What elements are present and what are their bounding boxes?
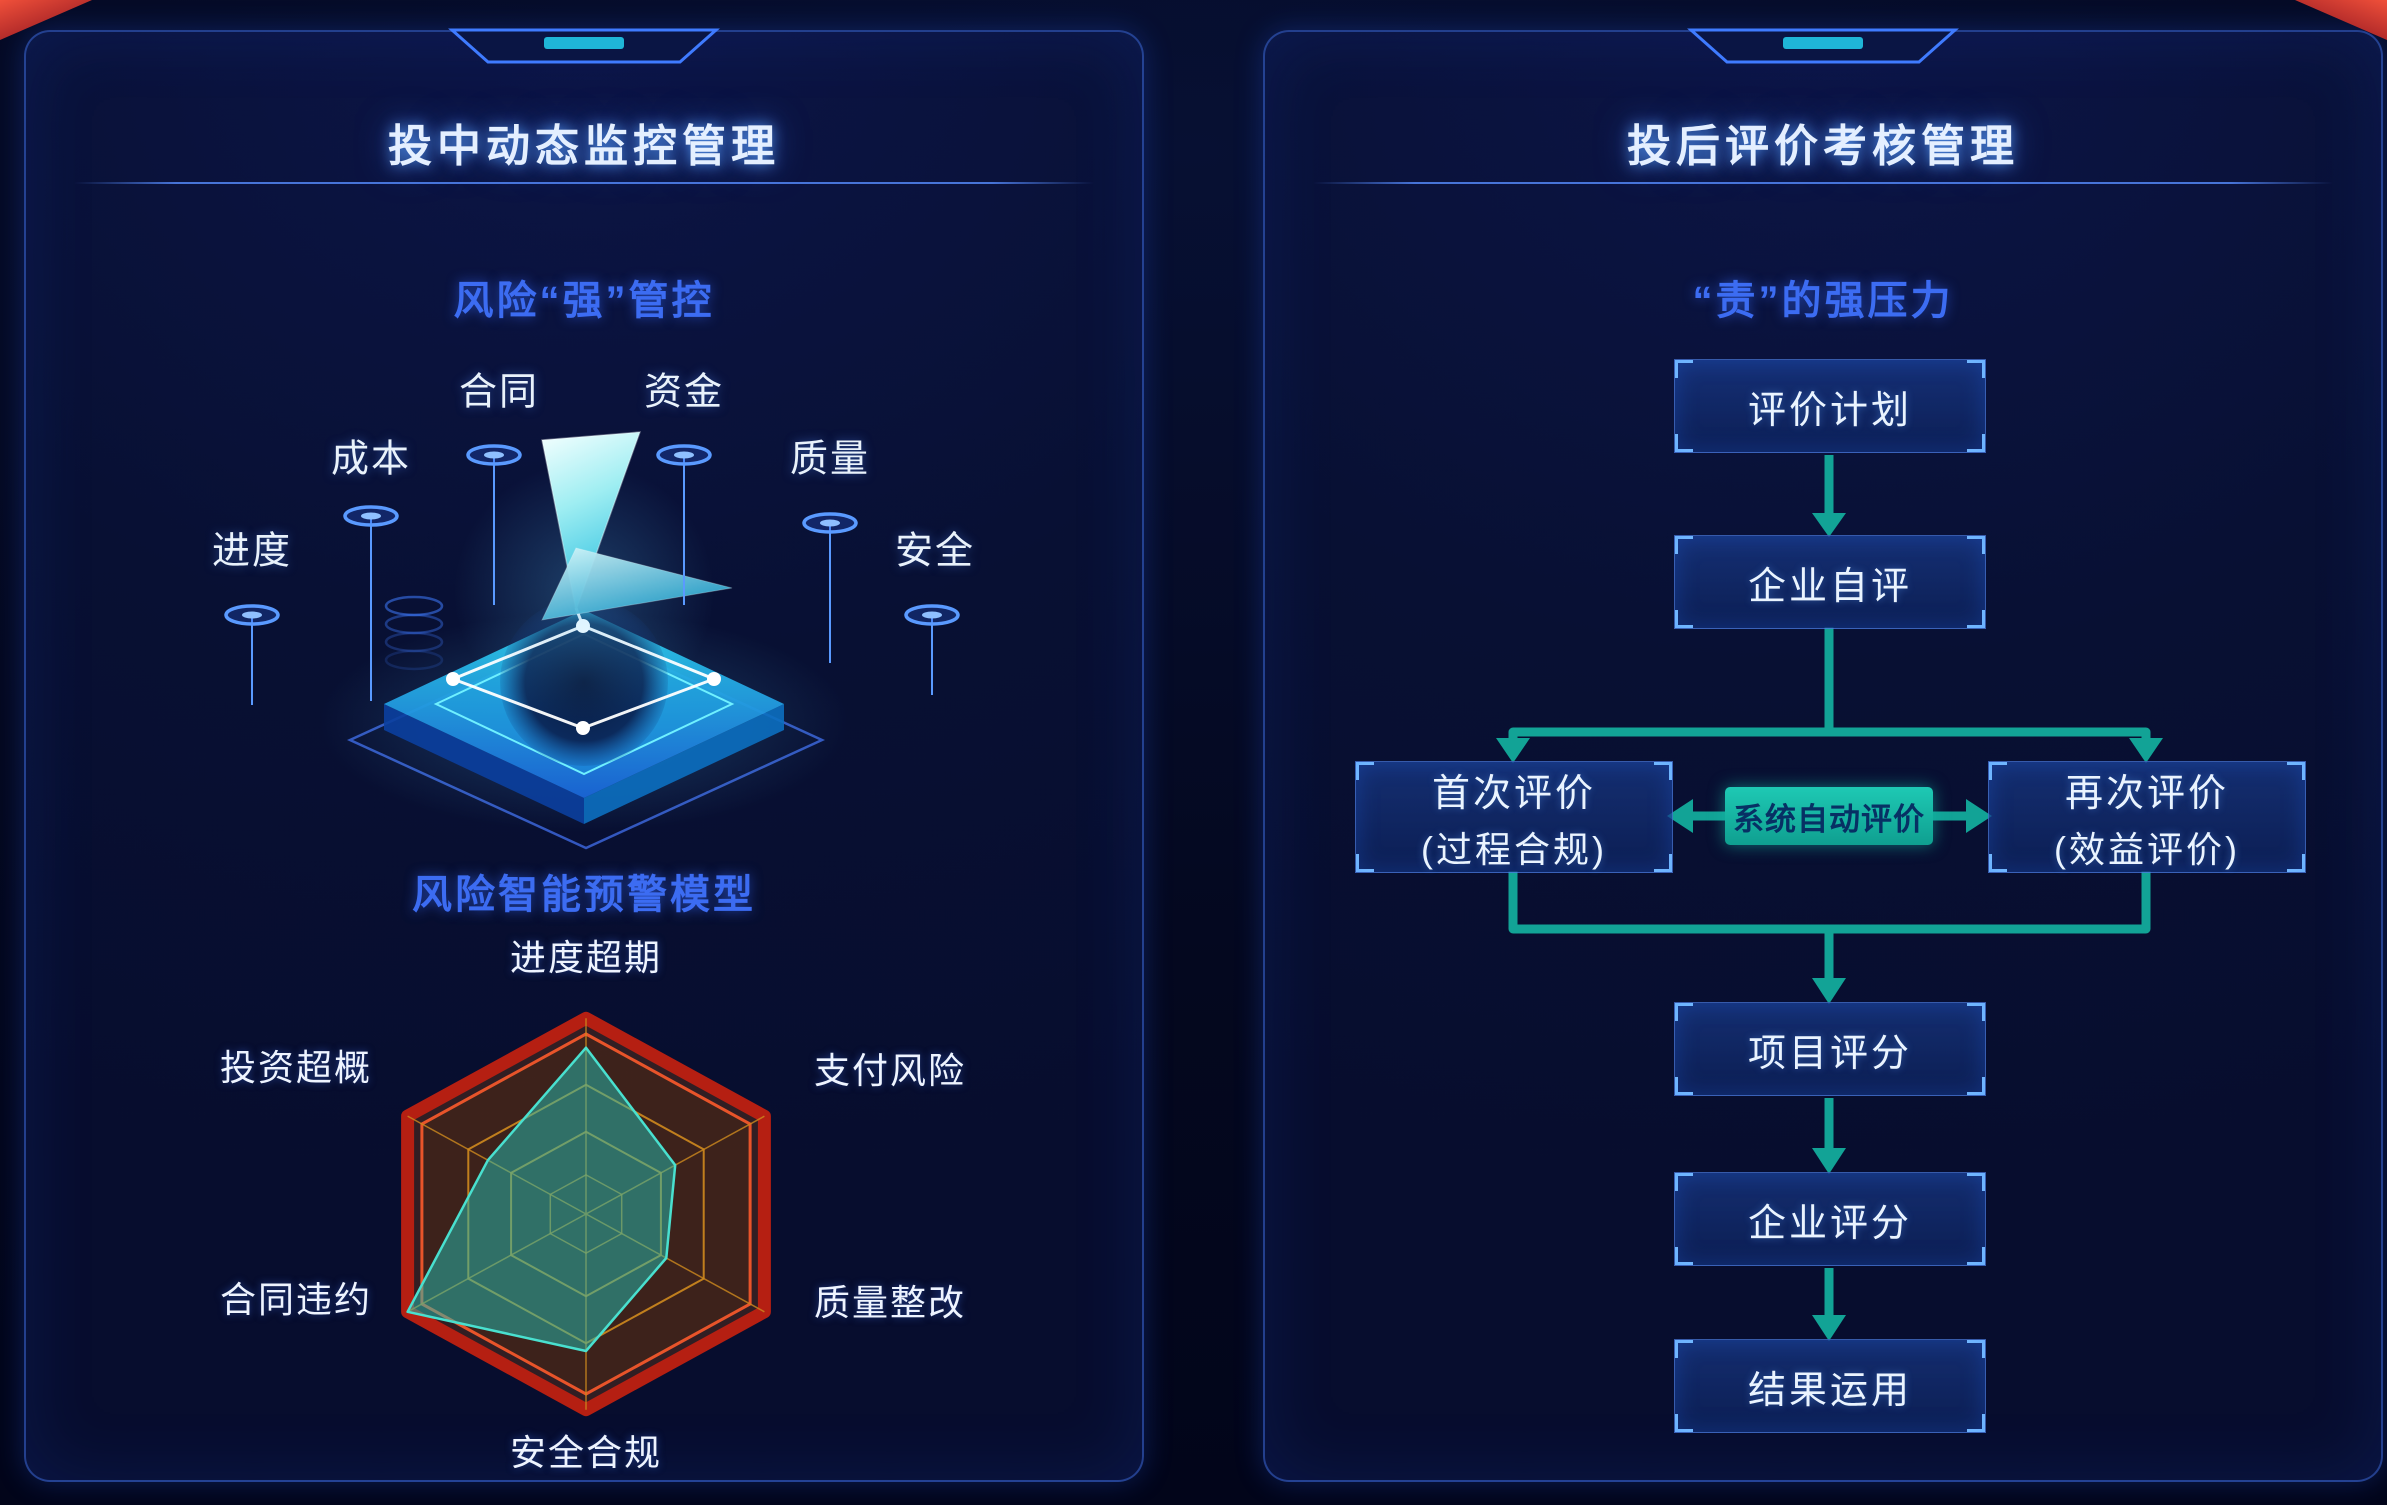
flow-step-sublabel: (过程合规) [1421, 828, 1607, 870]
flow-auto-evaluation-tag: 系统自动评价 [1725, 787, 1933, 845]
right-panel-title: 投后评价考核管理 [1627, 122, 2019, 171]
risk-point-label: 资金 [643, 371, 725, 414]
flow-step-project-score: 项目评分 [1674, 1002, 1986, 1096]
left-title-divider [74, 182, 1094, 184]
flow-step-enterprise-self-evaluation: 企业自评 [1674, 535, 1986, 629]
flow-step-label: 评价计划 [1747, 389, 1912, 432]
pressure-subtitle: “责”的强压力 [1692, 279, 1954, 323]
radar-axis-label: 质量整改 [813, 1282, 967, 1323]
warning-model-title: 风险智能预警模型 [412, 873, 756, 917]
right-title-divider [1313, 182, 2333, 184]
flow-step-first-evaluation: 首次评价 (过程合规) [1355, 761, 1673, 873]
flow-step-sublabel: (效益评价) [2054, 828, 2240, 870]
panel-post-investment-evaluation: 投后评价考核管理 “责”的强压力 评价计划 企业自评 首 [1263, 28, 2383, 1482]
risk-point-label: 质量 [789, 438, 871, 481]
flow-step-label: 企业自评 [1747, 565, 1912, 608]
flow-step-label: 首次评价 [1431, 772, 1596, 815]
risk-radar-chart: 进度超期 支付风险 质量整改 安全合规 合同违约 投资超概 [166, 932, 1006, 1492]
risk-point-label: 进度 [211, 530, 293, 573]
risk-3d-illustration: 进度 成本 合同 资金 质量 安全 [84, 352, 1084, 952]
flow-step-label: 结果运用 [1747, 1369, 1912, 1412]
panel-top-notch [448, 28, 720, 64]
flow-auto-label: 系统自动评价 [1733, 801, 1925, 837]
risk-platform-graphic [224, 431, 960, 850]
panel-mid-investment-monitoring: 投中动态监控管理 风险“强”管控 [24, 28, 1144, 1482]
flow-step-label: 再次评价 [2064, 772, 2229, 815]
risk-point-label: 成本 [330, 438, 412, 481]
left-panel-title: 投中动态监控管理 [388, 122, 780, 171]
radar-axis-label: 合同违约 [219, 1279, 373, 1320]
flow-step-label: 企业评分 [1747, 1202, 1912, 1245]
risk-point-label: 安全 [894, 530, 976, 573]
flow-step-enterprise-score: 企业评分 [1674, 1172, 1986, 1266]
flow-step-label: 项目评分 [1747, 1032, 1912, 1075]
flow-step-evaluation-plan: 评价计划 [1674, 359, 1986, 453]
flow-step-result-application: 结果运用 [1674, 1339, 1986, 1433]
radar-axis-label: 进度超期 [509, 937, 663, 978]
risk-control-subtitle: 风险“强”管控 [453, 279, 715, 323]
flow-step-second-evaluation: 再次评价 (效益评价) [1988, 761, 2306, 873]
panel-top-notch [1687, 28, 1959, 64]
radar-axis-label: 支付风险 [813, 1050, 967, 1091]
radar-axis-label: 安全合规 [509, 1432, 663, 1473]
radar-axis-label: 投资超概 [219, 1047, 373, 1088]
risk-point-label: 合同 [458, 371, 540, 414]
radar-svg [401, 1011, 771, 1417]
